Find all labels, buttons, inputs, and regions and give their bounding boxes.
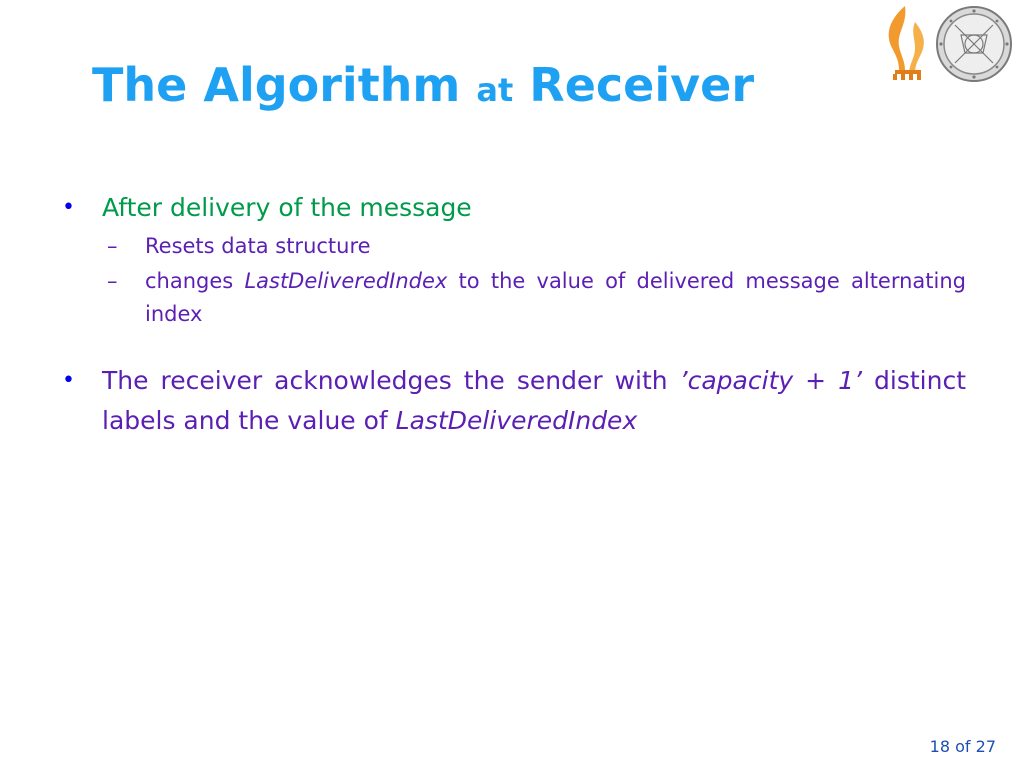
- page-of-label: of: [955, 737, 971, 756]
- page-total: 27: [975, 737, 996, 756]
- sub-bullet-1-1: – Resets data structure: [107, 230, 966, 263]
- title-part-1: The Algorithm: [92, 58, 461, 112]
- bullet-2-mid: distinct labels and the value of: [102, 366, 966, 435]
- last-delivered-index-term: LastDeliveredIndex: [244, 269, 448, 293]
- bullet-2-text: The receiver acknowledges the sender wit…: [102, 361, 966, 441]
- bullet-1: • After delivery of the message: [62, 188, 966, 228]
- page-number: 18 of 27: [930, 737, 996, 756]
- university-seal-icon: [936, 6, 1012, 82]
- sub-bullet-1-2-before: changes: [145, 269, 245, 293]
- bullet-marker: •: [62, 195, 75, 220]
- slide-content: • After delivery of the message – Resets…: [62, 188, 966, 441]
- bullet-2: • The receiver acknowledges the sender w…: [62, 361, 966, 441]
- sub-bullet-1-1-text: Resets data structure: [145, 234, 371, 258]
- dash-marker: –: [107, 234, 118, 258]
- page-current: 18: [929, 737, 951, 756]
- sub-bullet-1-2-after: to the value of delivered message altern…: [145, 269, 966, 326]
- dash-marker: –: [107, 269, 118, 293]
- bullet-1-text: After delivery of the message: [102, 193, 472, 222]
- sub-bullet-1-2-text: changes LastDeliveredIndex to the value …: [145, 265, 966, 331]
- bullet-2-start: The receiver acknowledges the sender wit…: [102, 366, 680, 395]
- last-delivered-index-term: LastDeliveredIndex: [395, 406, 638, 435]
- slide-title: The Algorithm at Receiver: [92, 58, 754, 113]
- title-part-3: Receiver: [529, 58, 755, 112]
- flame-logo-icon: [888, 6, 924, 80]
- capacity-term: ’capacity + 1’: [679, 366, 862, 395]
- title-part-2: at: [476, 71, 514, 109]
- bullet-marker: •: [62, 368, 75, 393]
- sub-bullet-1-2: – changes LastDeliveredIndex to the valu…: [107, 265, 966, 331]
